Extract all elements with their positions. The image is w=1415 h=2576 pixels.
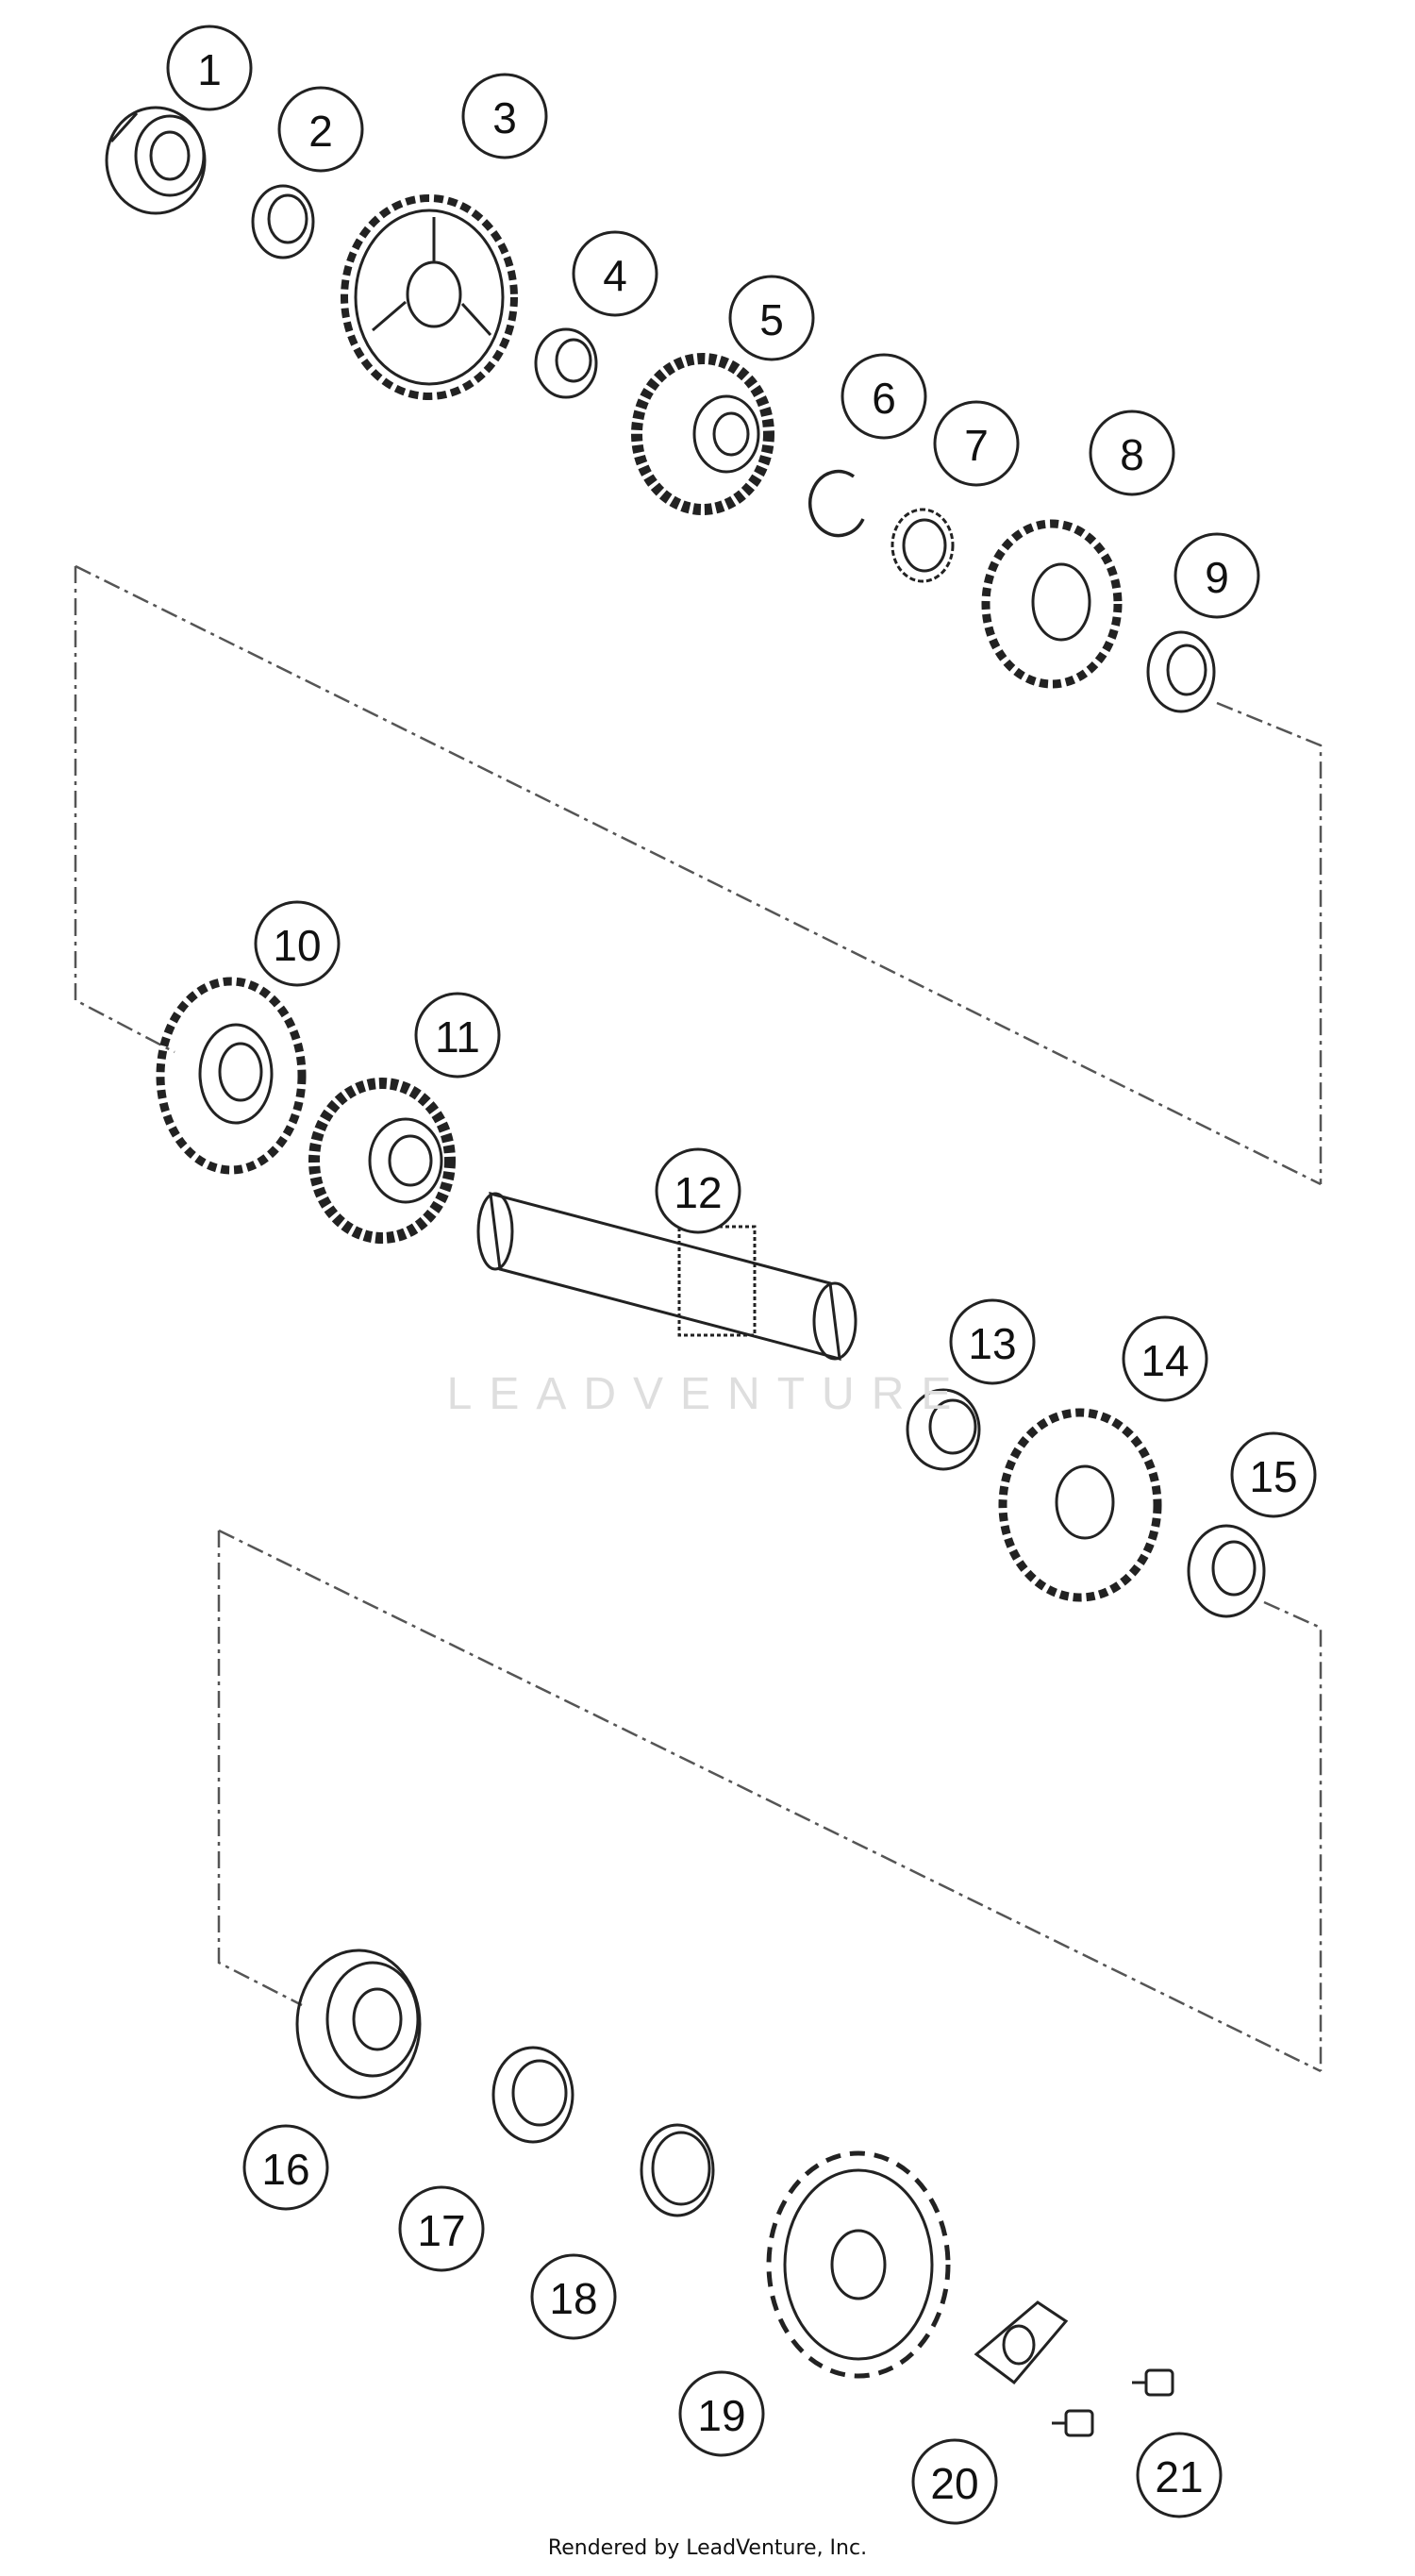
part-3-gear (341, 194, 518, 400)
part-19-sprocket (766, 2150, 951, 2379)
callout-18: 18 (530, 2253, 617, 2340)
callout-circle (254, 900, 341, 987)
part-4-bushing (534, 327, 598, 399)
callout-circle (1230, 1431, 1317, 1518)
callout-number: 3 (492, 93, 517, 142)
callout-11: 11 (414, 992, 501, 1079)
callout-circle (414, 992, 501, 1079)
callout-circle (461, 73, 548, 159)
callout-3: 3 (461, 73, 548, 159)
part-8-gear (981, 519, 1123, 689)
callout-15: 15 (1230, 1431, 1317, 1518)
callout-circle (728, 275, 815, 361)
part-21-screws (1052, 2368, 1174, 2437)
part-10-gear (156, 977, 307, 1175)
part-18-ring (640, 2123, 715, 2217)
callout-circle (1089, 410, 1175, 496)
callout-number: 1 (197, 45, 222, 94)
callout-circle (911, 2438, 998, 2525)
callout-circle (530, 2253, 617, 2340)
callout-1: 1 (166, 25, 253, 111)
callout-number: 16 (261, 2145, 309, 2194)
callout-number: 7 (964, 421, 989, 470)
part-12-shaft (476, 1191, 857, 1362)
callout-number: 19 (697, 2391, 745, 2440)
callout-2: 2 (277, 86, 364, 173)
callout-19: 19 (678, 2370, 765, 2457)
part-14-washer (1187, 1524, 1266, 1618)
watermark: LEADVENTURE (446, 1369, 969, 1419)
callout-14: 14 (1122, 1315, 1208, 1402)
callout-circle (398, 2185, 485, 2272)
callout-circle (166, 25, 253, 111)
callout-number: 12 (674, 1168, 722, 1217)
callout-circle (655, 1147, 741, 1234)
callout-number: 14 (1140, 1336, 1189, 1385)
callout-number: 18 (549, 2274, 597, 2323)
callout-17: 17 (398, 2185, 485, 2272)
part-16-bearing (295, 1949, 422, 2099)
callout-circle (949, 1298, 1036, 1385)
callout-7: 7 (933, 400, 1020, 487)
callout-circle (1122, 1315, 1208, 1402)
part-5-gear (631, 353, 774, 515)
callout-5: 5 (728, 275, 815, 361)
part-9-washer (1146, 630, 1216, 713)
callout-number: 20 (930, 2459, 978, 2508)
callout-13: 13 (949, 1298, 1036, 1385)
callout-number: 5 (759, 295, 784, 344)
callout-number: 6 (872, 374, 896, 423)
callout-10: 10 (254, 900, 341, 987)
part-1-bearing (105, 106, 207, 215)
callout-circle (277, 86, 364, 173)
callout-9: 9 (1174, 532, 1260, 619)
callout-circle (242, 2124, 329, 2211)
callout-20: 20 (911, 2438, 998, 2525)
callout-number: 9 (1205, 553, 1229, 602)
callout-number: 4 (603, 251, 627, 300)
part-6-circlip (808, 469, 865, 538)
part-7-ring (891, 508, 955, 583)
callout-circle (572, 230, 658, 317)
callout-circle (1174, 532, 1260, 619)
callout-4: 4 (572, 230, 658, 317)
assembly-guide-lines (74, 564, 1323, 2073)
part-15-gear (998, 1408, 1162, 1602)
callout-circle (841, 353, 927, 440)
callout-circle (678, 2370, 765, 2457)
callout-16: 16 (242, 2124, 329, 2211)
callout-circle (1136, 2432, 1223, 2518)
callout-circle (933, 400, 1020, 487)
callout-number: 10 (273, 921, 321, 970)
part-2-washer (251, 184, 315, 259)
part-13-bushing (906, 1388, 981, 1471)
callout-number: 11 (435, 1012, 480, 1062)
footer-credit: Rendered by LeadVenture, Inc. (547, 2536, 868, 2560)
callout-6: 6 (841, 353, 927, 440)
callout-number: 13 (968, 1319, 1016, 1368)
part-20-plate (974, 2300, 1069, 2385)
callout-number: 15 (1249, 1452, 1297, 1501)
callout-21: 21 (1136, 2432, 1223, 2518)
callout-number: 17 (417, 2206, 465, 2255)
part-17-seal (491, 2046, 574, 2144)
callout-number: 8 (1120, 430, 1144, 479)
callout-8: 8 (1089, 410, 1175, 496)
callout-12: 12 (655, 1147, 741, 1234)
part-11-gear (308, 1078, 456, 1244)
callout-number: 21 (1155, 2452, 1203, 2501)
callout-number: 2 (308, 107, 333, 156)
